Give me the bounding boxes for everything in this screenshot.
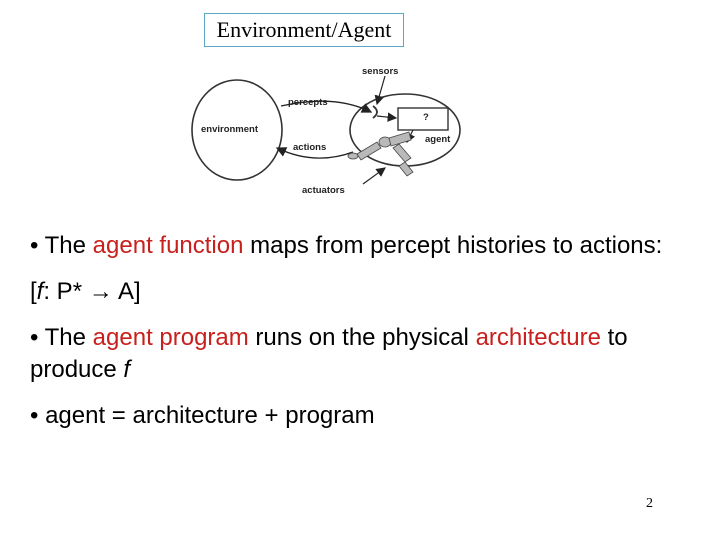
actions-label: actions	[293, 142, 326, 153]
inner-percept-arrow	[376, 112, 398, 122]
percepts-arrow	[280, 100, 373, 113]
agent-program-box	[397, 107, 449, 131]
sensors-pointer	[374, 75, 386, 106]
percepts-label: percepts	[288, 97, 328, 108]
environment-label: environment	[201, 124, 259, 135]
actuators-label: actuators	[302, 185, 345, 196]
sensor-shape	[372, 105, 378, 119]
function-signature: [f: P* → A]	[30, 278, 141, 305]
bullet-agent-equation: • agent = architecture + program	[30, 402, 375, 429]
actuator-arm-shape	[347, 131, 414, 177]
diagram-svg: sensors percepts environment actions age…	[191, 66, 461, 196]
bullet-agent-function: • The agent function maps from percept h…	[30, 232, 663, 259]
bullet-agent-program: • The agent program runs on the physical…	[30, 324, 628, 383]
unknown-label: ?	[423, 112, 429, 123]
agent-label: agent	[425, 134, 451, 145]
sensors-label: sensors	[362, 66, 398, 77]
agent-program-term: agent program	[92, 324, 249, 351]
actuators-pointer	[362, 167, 386, 185]
agent-function-term: agent function	[92, 232, 244, 259]
agent-environment-diagram: sensors percepts environment actions age…	[185, 58, 475, 203]
actions-arrow	[275, 147, 354, 159]
page-number: 2	[646, 496, 653, 511]
arrow-icon: →	[88, 278, 113, 305]
slide-title: Environment/Agent	[204, 13, 404, 47]
bullet-list: • The agent function maps from percept h…	[30, 230, 710, 446]
environment-circle	[191, 79, 283, 181]
architecture-term: architecture	[475, 324, 601, 351]
